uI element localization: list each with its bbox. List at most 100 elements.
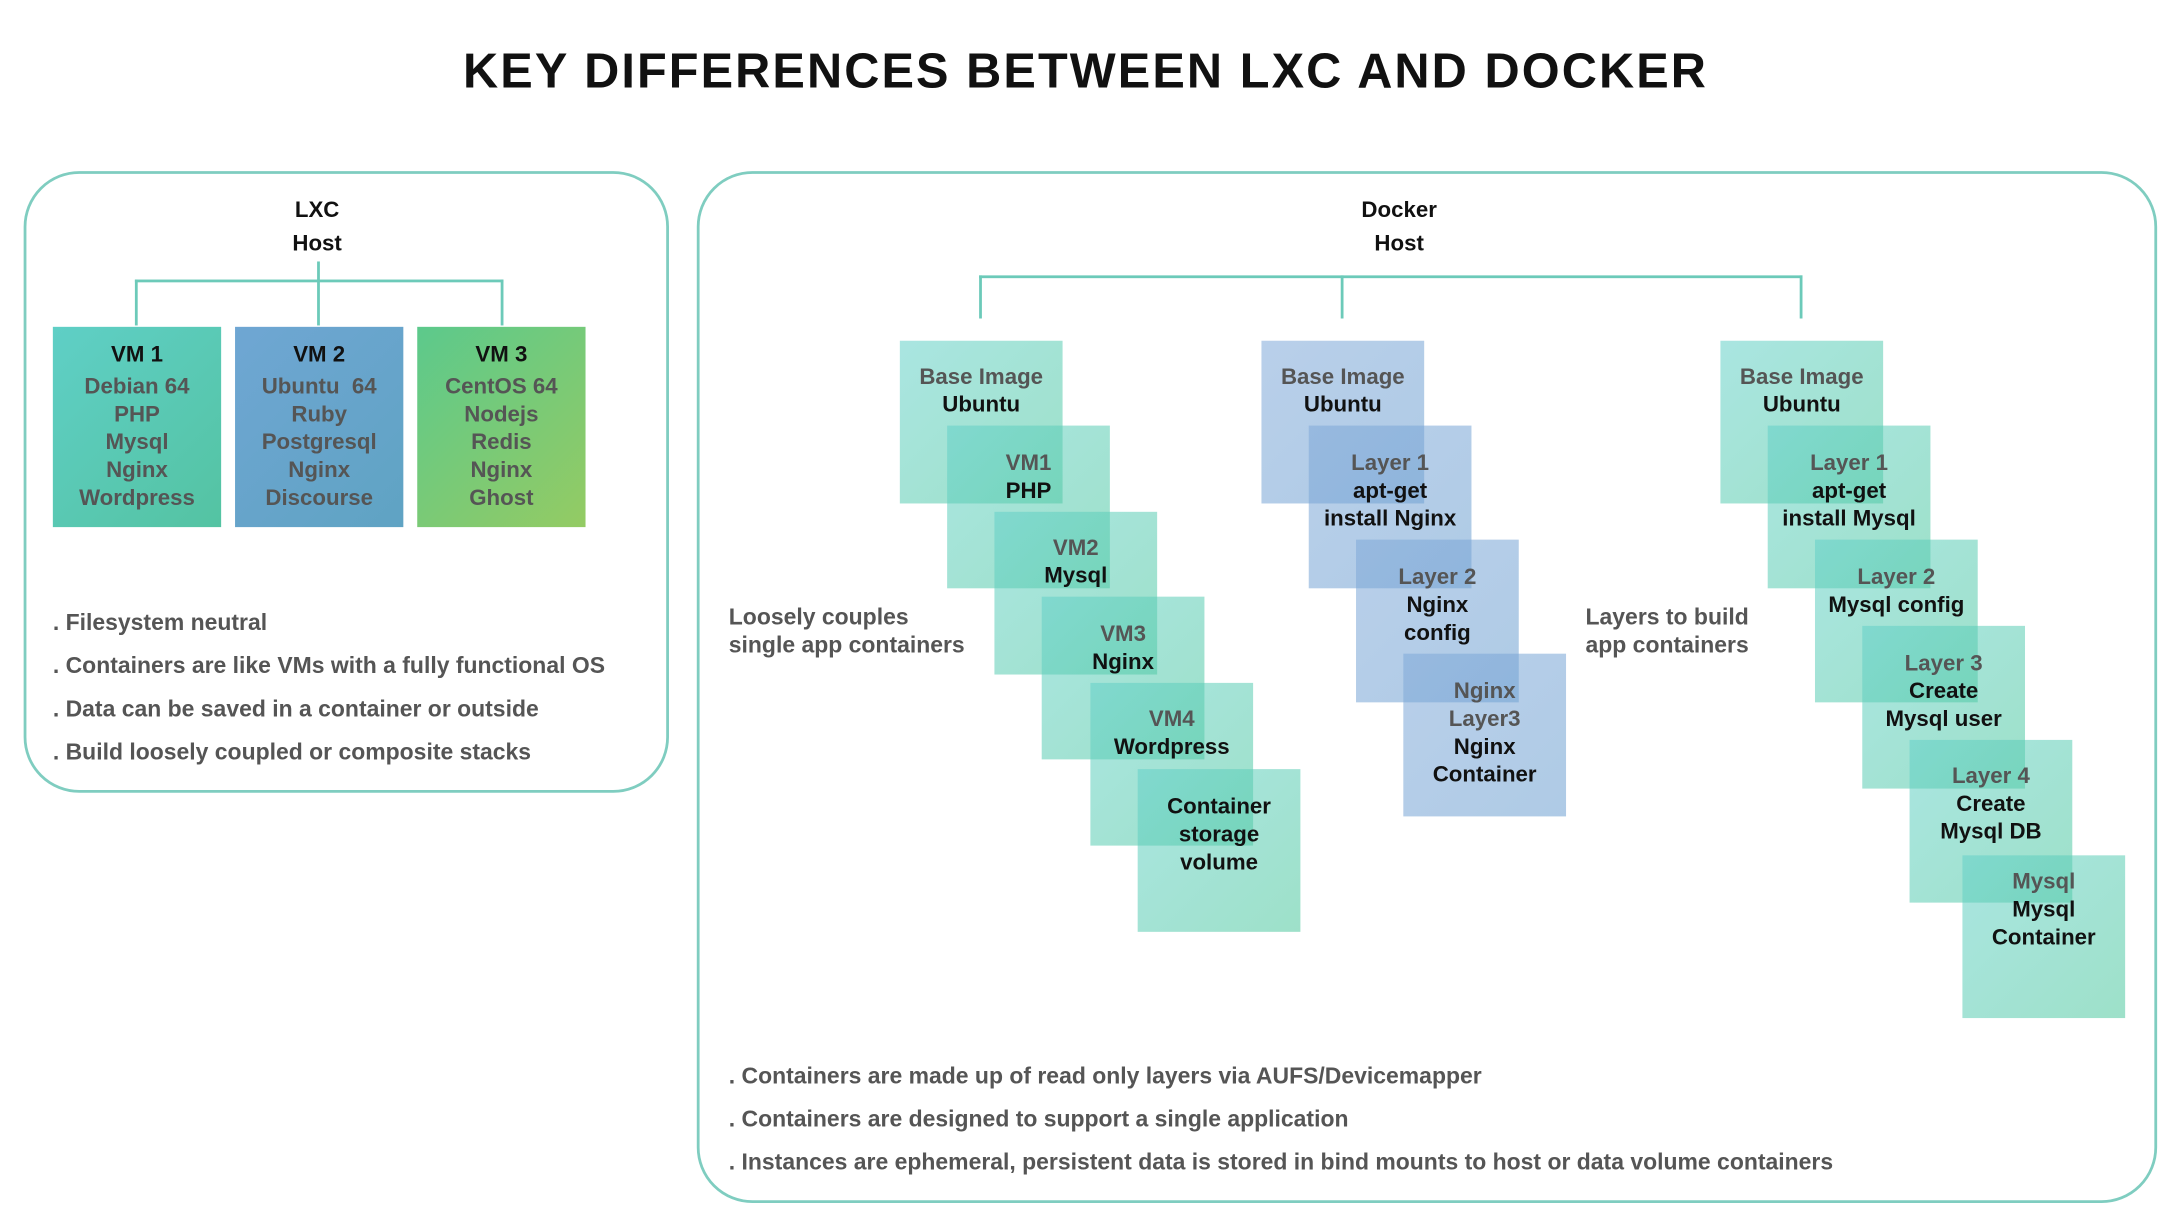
layer-dark-text: Ubuntu xyxy=(1303,393,1382,418)
lxc-name: LXC xyxy=(294,198,340,223)
docker-connector-bar xyxy=(979,275,1803,279)
layer-dark-text: Ubuntu xyxy=(1762,393,1841,418)
docker-bullet: . Containers are made up of read only la… xyxy=(728,1063,1482,1089)
vm-item: Ghost xyxy=(469,486,534,511)
docker-bullet: . Instances are ephemeral, persistent da… xyxy=(728,1150,1834,1176)
layer-gray-text: Layer 4 xyxy=(1951,764,2030,789)
layer-dark-text: Nginx xyxy=(1453,735,1516,760)
stack1-layer-label: VM2 Mysql xyxy=(994,535,1157,591)
stack2-layer-square xyxy=(1403,653,1567,817)
vm-item: CentOS 64 xyxy=(445,375,558,400)
lxc-host: Host xyxy=(292,232,342,256)
layer-dark-text: Nginx xyxy=(1092,650,1154,675)
stack2-layer-label: Nginx Layer3 Nginx Container xyxy=(1403,679,1566,790)
docker-host: Host xyxy=(1374,232,1424,256)
layer-dark-text: install Mysql xyxy=(1782,507,1916,532)
layer-dark-text: Container xyxy=(1167,795,1271,820)
layer-gray-text: VM1 xyxy=(1005,452,1052,476)
stack1-layer-square xyxy=(1137,769,1301,932)
lxc-connector-drop-2 xyxy=(317,279,320,326)
layer-dark-text: Ubuntu xyxy=(942,393,1021,418)
lxc-connector-stem xyxy=(317,261,320,281)
layer-dark-text: Mysql config xyxy=(1828,593,1965,618)
layer-dark-text: Container xyxy=(1991,926,2096,950)
docker-connector-drop-2 xyxy=(1340,275,1344,319)
layer-gray-text: VM4 xyxy=(1148,707,1195,732)
layer-gray-text: Layer 1 xyxy=(1351,452,1430,476)
lxc-panel xyxy=(23,171,669,793)
stack3-layer-label: Layer 1 apt-get install Mysql xyxy=(1768,451,1931,534)
layer-gray-text: VM2 xyxy=(1052,536,1099,561)
layer-gray-text: Layer3 xyxy=(1448,707,1521,732)
vm-item: Debian 64 xyxy=(84,375,190,400)
layer-dark-text: storage xyxy=(1178,823,1260,847)
layer-gray-text: Mysql xyxy=(2012,870,2076,895)
docker-connector-drop-1 xyxy=(979,275,982,319)
vm-item: Redis xyxy=(471,431,532,455)
layer-gray-text: Base Image xyxy=(1280,365,1405,390)
vm-item: Nodejs xyxy=(464,403,539,427)
lxc-connector-drop-1 xyxy=(134,279,138,326)
layer-dark-text: Nginx xyxy=(1406,593,1469,618)
docker-panel xyxy=(696,171,2158,1204)
lxc-vm-box: VM 3 CentOS 64 Nodejs Redis Nginx Ghost xyxy=(417,326,586,528)
layer-gray-text: Nginx xyxy=(1453,680,1516,704)
lxc-connector-drop-3 xyxy=(500,279,504,326)
vm-item: PHP xyxy=(114,403,160,427)
stack3-layer-square xyxy=(1962,855,2126,1019)
layer-dark-text: Mysql xyxy=(1044,564,1108,589)
layer-dark-text: Mysql xyxy=(2012,898,2076,923)
vm-item: Nginx xyxy=(106,458,168,483)
stack3-layer-label: Mysql Mysql Container xyxy=(1962,869,2125,952)
lxc-vm-box: VM 1 Debian 64 PHP Mysql Nginx Wordpress xyxy=(52,326,222,528)
docker-name: Docker xyxy=(1361,198,1437,223)
layer-dark-text: apt-get xyxy=(1811,479,1887,504)
vm-item: Postgresql xyxy=(261,431,377,455)
lxc-bullet: . Filesystem neutral xyxy=(52,610,268,636)
docker-left-caption: Loosely couples single app containers xyxy=(729,604,965,660)
caption-line: Loosely couples xyxy=(728,604,909,631)
vm-item: Nginx xyxy=(470,458,533,483)
vm-item: Mysql xyxy=(105,431,169,455)
vm-title: VM 1 xyxy=(111,343,163,368)
docker-bullet: . Containers are designed to support a s… xyxy=(728,1107,1349,1133)
stack3-layer-label: Base Image Ubuntu xyxy=(1720,364,1883,420)
lxc-bullet: . Containers are like VMs with a fully f… xyxy=(52,653,605,679)
layer-dark-text: PHP xyxy=(1005,479,1052,504)
layer-gray-text: VM3 xyxy=(1100,623,1146,647)
lxc-bullet: . Build loosely coupled or composite sta… xyxy=(52,739,532,765)
docker-connector-drop-3 xyxy=(1799,275,1803,319)
page-title: KEY DIFFERENCES BETWEEN LXC AND DOCKER xyxy=(463,44,1708,99)
stack3-layer-label: Layer 4 Create Mysql DB xyxy=(1910,764,2073,847)
docker-mid-caption: Layers to build app containers xyxy=(1586,604,1749,660)
layer-dark-text: Container xyxy=(1432,763,1537,788)
layer-gray-text: Base Image xyxy=(1739,365,1864,390)
lxc-host-label: LXC Host xyxy=(234,195,401,262)
stack3-layer-label: Layer 3 Create Mysql user xyxy=(1862,651,2025,734)
layer-gray-text: Layer 2 xyxy=(1857,566,1936,590)
layer-dark-text: Wordpress xyxy=(1113,735,1230,760)
stack1-layer-label: Container storage volume xyxy=(1138,794,1301,877)
vm-item: Discourse xyxy=(265,486,373,511)
caption-line: single app containers xyxy=(728,632,965,658)
layer-dark-text: config xyxy=(1404,621,1471,646)
layer-dark-text: Create xyxy=(1956,792,2026,817)
lxc-bullet-list: . Filesystem neutral . Containers are li… xyxy=(53,602,605,774)
docker-bullet-list: . Containers are made up of read only la… xyxy=(729,1056,1833,1185)
lxc-bullet: . Data can be saved in a container or ou… xyxy=(52,696,539,722)
layer-gray-text: Base Image xyxy=(919,365,1044,390)
vm-item: Ruby xyxy=(291,403,348,427)
stack1-layer-label: VM1 PHP xyxy=(947,451,1110,507)
vm-item: Nginx xyxy=(288,458,351,483)
stack3-layer-label: Layer 2 Mysql config xyxy=(1815,565,1978,621)
stack1-layer-label: Base Image Ubuntu xyxy=(900,364,1063,420)
layer-gray-text: Layer 2 xyxy=(1398,566,1477,590)
layer-gray-text: Layer 1 xyxy=(1810,452,1889,476)
stack2-layer-label: Layer 2 Nginx config xyxy=(1356,565,1519,648)
caption-line: app containers xyxy=(1585,632,1749,658)
docker-host-label: Docker Host xyxy=(1316,195,1483,262)
layer-dark-text: Mysql DB xyxy=(1940,820,2042,845)
stack2-layer-label: Layer 1 apt-get install Nginx xyxy=(1309,451,1472,534)
stack2-layer-label: Base Image Ubuntu xyxy=(1261,364,1424,420)
